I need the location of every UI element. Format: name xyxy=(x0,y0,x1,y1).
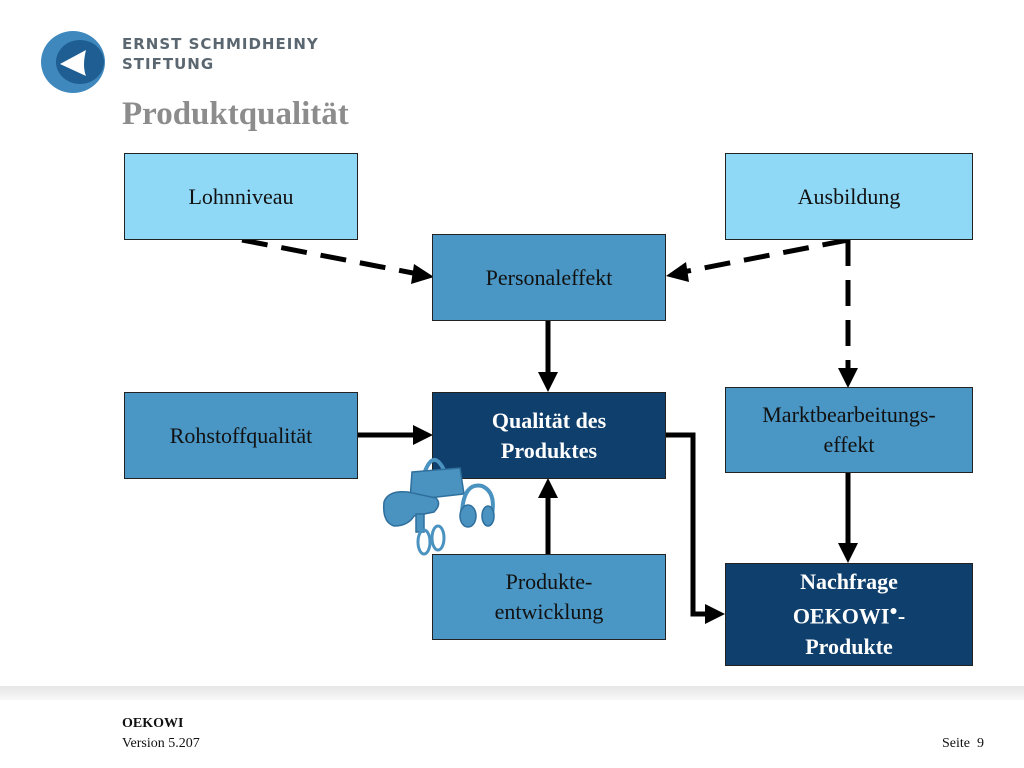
arrowhead-ausbildung xyxy=(666,262,689,282)
footer-version: Version 5.207 xyxy=(122,736,200,751)
arrowhead-nachfrage-left xyxy=(705,604,725,624)
foundation-name: ERNST SCHMIDHEINY STIFTUNG xyxy=(122,34,319,74)
box-personaleffekt-label: Personaleffekt xyxy=(485,264,613,290)
box-ausbildung: Ausbildung xyxy=(725,153,973,240)
footer-name: OEKOWI xyxy=(122,716,184,731)
arrowhead-nachfrage-top xyxy=(838,543,858,563)
headphones-icon xyxy=(459,483,495,528)
box-lohnniveau-label: Lohnniveau xyxy=(188,183,294,209)
box-qualitaet-des-produktes: Qualität des Produktes xyxy=(432,392,666,479)
box-rohstoffqualitaet-label: Rohstoffqualität xyxy=(169,422,313,448)
box-personaleffekt: Personaleffekt xyxy=(432,234,666,321)
arrowhead-qualitaet-top xyxy=(538,372,558,392)
box-lohnniveau: Lohnniveau xyxy=(124,153,358,240)
foundation-name-line1: ERNST SCHMIDHEINY xyxy=(122,35,319,53)
box-qualitaet-line1: Qualität des xyxy=(491,407,607,433)
box-markt-line2: effekt xyxy=(823,432,875,457)
box-entwicklung-line1: Produkte- xyxy=(505,569,593,594)
box-marktbearbeitungseffekt: Marktbearbeitungs- effekt xyxy=(725,387,973,473)
arrow-ausbildung-personaleffekt xyxy=(682,237,849,275)
footer xyxy=(0,700,1024,768)
box-qualitaet-line2: Produktes xyxy=(500,437,598,463)
box-nachfrage-line1: Nachfrage xyxy=(800,569,898,595)
box-ausbildung-label: Ausbildung xyxy=(797,183,901,209)
arrowhead-markt xyxy=(838,368,858,388)
registered-dot-icon: ● xyxy=(889,604,898,620)
foundation-logo-icon xyxy=(41,31,105,93)
arrowhead-qualitaet-left xyxy=(413,425,433,445)
arrowhead-lohnniveau xyxy=(411,264,434,284)
box-nachfrage-line3: Produkte xyxy=(805,633,893,659)
box-nachfrage-line2: OEKOWI●- xyxy=(793,597,905,631)
box-nachfrage-oekowi: OEKOWI xyxy=(792,603,890,629)
arrow-lohnniveau-personaleffekt xyxy=(241,237,419,277)
page-title: Produktqualität xyxy=(122,96,349,132)
box-nachfrage: Nachfrage OEKOWI●- Produkte xyxy=(725,563,973,666)
arrow-qualitaet-nachfrage xyxy=(665,432,706,617)
box-markt-line1: Marktbearbeitungs- xyxy=(762,402,936,427)
box-produkteentwicklung: Produkte- entwicklung xyxy=(432,554,666,640)
box-rohstoffqualitaet: Rohstoffqualität xyxy=(124,392,358,479)
products-clipart-icon xyxy=(382,458,495,556)
hand-mixer-icon xyxy=(382,490,446,556)
arrowhead-qualitaet-bottom xyxy=(538,478,558,498)
box-entwicklung-line2: entwicklung xyxy=(494,599,604,624)
box-nachfrage-dash: - xyxy=(897,603,906,629)
footer-page-number: Seite 9 xyxy=(942,736,984,751)
foundation-name-line2: STIFTUNG xyxy=(122,55,215,73)
footer-divider xyxy=(0,686,1024,700)
